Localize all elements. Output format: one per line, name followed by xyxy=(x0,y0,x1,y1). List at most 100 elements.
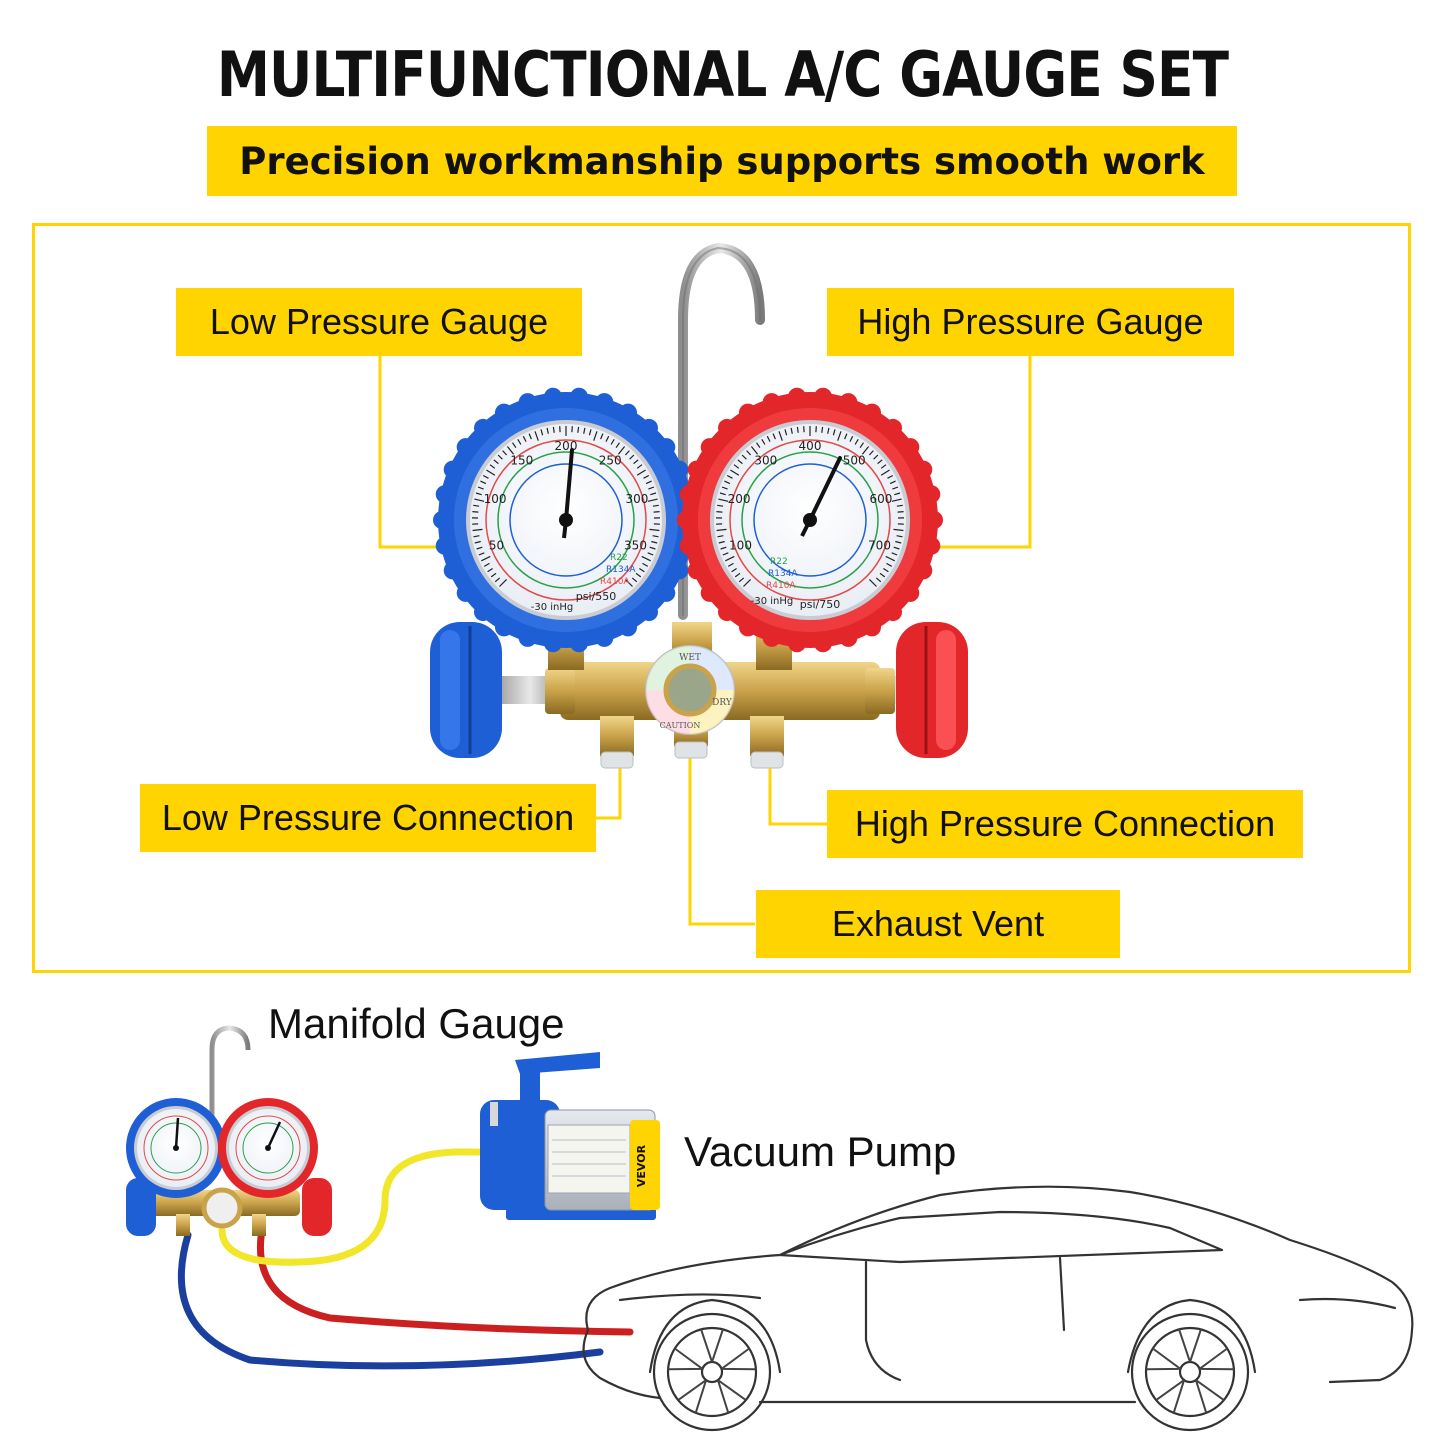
gauge-tick-label: 350 xyxy=(624,538,647,552)
gauge-tick xyxy=(746,450,752,456)
gauge-tick xyxy=(493,459,499,465)
high-gauge-r22: R22 xyxy=(770,557,788,567)
low-side-knob[interactable] xyxy=(430,622,502,758)
gauge-tick xyxy=(649,528,660,532)
gauge-tick xyxy=(772,433,776,440)
gauge-bezel-tooth xyxy=(595,393,614,412)
gauge-bezel-tooth xyxy=(619,403,637,422)
gauge-bezel-tooth xyxy=(677,511,695,529)
wheel-spoke xyxy=(716,1379,747,1414)
gauge-tick xyxy=(528,433,532,440)
wheel-spoke xyxy=(677,1379,708,1414)
gauge-bezel-tooth xyxy=(718,603,736,622)
gauge-tick xyxy=(635,572,642,578)
gauge-tick xyxy=(796,426,799,433)
gauge-tick xyxy=(474,540,481,544)
gauge-tick xyxy=(643,474,650,479)
low-gauge-r410a: R410A xyxy=(600,577,630,587)
gauge-tick xyxy=(645,480,652,485)
gauge-tick xyxy=(875,577,882,583)
gauge-tick xyxy=(868,578,877,587)
gauge-tick xyxy=(880,464,887,469)
gauge-tick xyxy=(517,438,522,445)
gauge-tick xyxy=(849,435,854,442)
gauge-tick xyxy=(727,562,734,567)
gauge-tick xyxy=(886,562,893,567)
gauge-bezel-tooth xyxy=(456,583,475,602)
hose-red xyxy=(257,1226,634,1336)
gauge-tick xyxy=(889,480,896,485)
gauge-tick xyxy=(734,572,741,578)
gauge-tick-label: 150 xyxy=(510,454,533,468)
gauge-tick xyxy=(880,469,890,476)
wheel-spoke xyxy=(668,1347,704,1371)
gauge-tick xyxy=(540,429,544,436)
gauge-bezel-tooth xyxy=(914,561,933,580)
gauge-tick xyxy=(894,492,901,496)
hose-yellow xyxy=(218,1148,494,1266)
high-gauge-r410a: R410A xyxy=(766,581,796,591)
gauge-tick xyxy=(489,464,496,469)
low-gauge-vacuum: -30 inHg xyxy=(531,602,574,613)
gauge-tick xyxy=(896,504,903,507)
gauge-tick-label: 700 xyxy=(868,538,891,552)
gauge-tick xyxy=(877,459,883,465)
gauge-tick xyxy=(738,577,745,583)
gauge-tick xyxy=(577,426,580,433)
gauge-tick xyxy=(588,429,592,436)
gauge-tick xyxy=(472,528,483,532)
gauge-bezel-tooth xyxy=(657,583,676,602)
wheel-spoke xyxy=(1194,1379,1225,1414)
gauge-tick xyxy=(487,567,493,573)
gauge-tick xyxy=(892,486,899,490)
gauge-bezel-tooth xyxy=(925,511,943,529)
gauge-bezel-tooth xyxy=(544,634,562,653)
gauge-tick xyxy=(473,535,480,538)
gauge-bezel-tooth xyxy=(718,418,736,437)
diagram-frame xyxy=(32,223,1411,973)
gauge-tick xyxy=(502,450,508,456)
gauge-tick xyxy=(473,504,480,507)
gauge-tick xyxy=(883,567,889,573)
gauge-tick xyxy=(475,492,482,496)
gauge-tick xyxy=(725,555,735,562)
low-gauge-r22: R22 xyxy=(610,553,628,563)
gauge-tick xyxy=(647,498,658,502)
callout-low-pressure-gauge: Low Pressure Gauge xyxy=(176,288,582,356)
gauge-tick xyxy=(721,486,728,490)
gauge-tick xyxy=(605,435,610,442)
gauge-tick xyxy=(766,435,771,442)
gauge-tick xyxy=(522,435,527,442)
gauge-bezel-tooth xyxy=(657,438,676,457)
gauge-tick xyxy=(733,464,740,469)
gauge-tick xyxy=(720,546,727,550)
hose-blue xyxy=(177,1231,604,1370)
label-manifold-gauge: Manifold Gauge xyxy=(268,1000,565,1047)
gauge-tick xyxy=(633,459,639,465)
gauge-tick xyxy=(859,442,864,449)
gauge-bezel-tooth xyxy=(700,438,719,457)
gauge-bezel-tooth xyxy=(495,618,513,637)
line-high-connection xyxy=(768,752,828,826)
wheel-spoke xyxy=(1155,1379,1186,1414)
high-side-knob[interactable] xyxy=(896,622,968,758)
gauge-bezel-tooth xyxy=(679,485,698,504)
gauge-bezel-tooth xyxy=(433,511,451,529)
gauge-bezel-tooth xyxy=(687,561,706,580)
gauge-tick xyxy=(778,431,783,441)
gauge-bezel-tooth xyxy=(739,403,757,422)
gauge-bezel-tooth xyxy=(788,634,806,653)
gauge-tick xyxy=(717,504,724,507)
subtitle-banner: Precision workmanship supports smooth wo… xyxy=(207,126,1237,196)
gauge-bezel-tooth xyxy=(435,485,454,504)
gauge-bezel-tooth xyxy=(700,583,719,602)
gauge-tick xyxy=(483,562,490,567)
sight-label-dry: DRY xyxy=(712,698,733,708)
sight-glass: WET DRY CAUTION xyxy=(645,645,735,735)
gauge-tick xyxy=(583,427,586,434)
gauge-bezel-tooth xyxy=(679,536,698,555)
label-vacuum-pump: Vacuum Pump xyxy=(684,1128,957,1175)
gauge-bezel-tooth xyxy=(640,603,658,622)
